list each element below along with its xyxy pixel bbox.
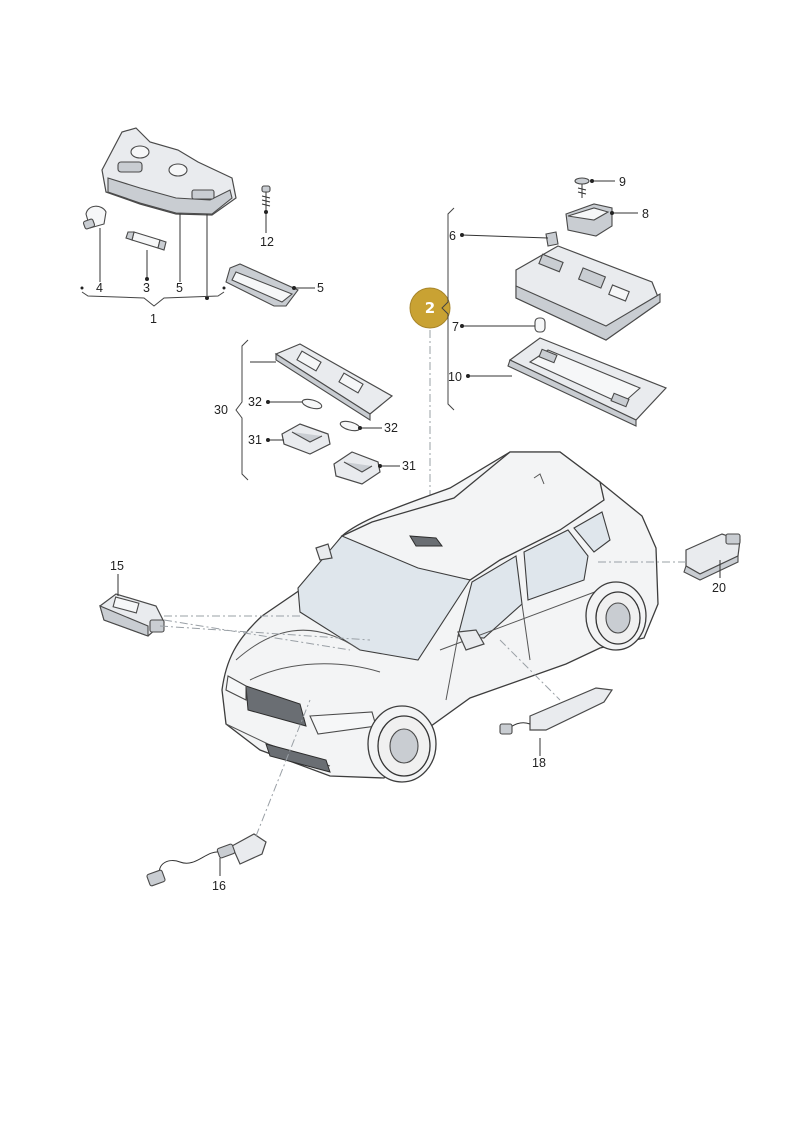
label-1: 1 <box>150 312 157 326</box>
label-12: 12 <box>260 235 274 249</box>
label-32-right: 32 <box>384 421 398 435</box>
badge-number: 2 <box>425 299 435 317</box>
leader-15-dash <box>159 615 371 651</box>
label-31-left: 31 <box>248 433 262 447</box>
label-30: 30 <box>214 403 228 417</box>
label-18: 18 <box>532 756 546 770</box>
lens-5 <box>225 263 299 307</box>
bulb-7 <box>534 317 546 333</box>
label-32-left: 32 <box>248 395 262 409</box>
screw-9 <box>574 177 590 198</box>
festoon-bulb-3 <box>125 231 167 251</box>
interior-light-assembly-1 <box>101 127 237 216</box>
clip-6 <box>545 231 559 247</box>
console-housing <box>515 245 661 341</box>
label-9: 9 <box>619 175 626 189</box>
bulb-32-right <box>339 420 361 432</box>
screw-12 <box>261 185 271 210</box>
leader-18-dash <box>499 639 561 701</box>
lens-31-upper <box>281 423 331 455</box>
car-illustration <box>221 451 659 783</box>
label-4: 4 <box>96 281 103 295</box>
label-7: 7 <box>452 320 459 334</box>
leaders-group-1 <box>80 210 315 307</box>
label-16: 16 <box>212 879 226 893</box>
leaders-group-2 <box>441 179 638 411</box>
label-15: 15 <box>110 559 124 573</box>
label-31-right: 31 <box>402 459 416 473</box>
label-3: 3 <box>143 281 150 295</box>
bulb-32-left <box>301 398 323 410</box>
label-8: 8 <box>642 207 649 221</box>
sensor-8 <box>565 203 613 237</box>
label-10: 10 <box>448 370 462 384</box>
label-5-left: 5 <box>176 281 183 295</box>
lens-31-lower <box>333 451 381 485</box>
reading-light-housing <box>274 343 394 422</box>
bulb-4 <box>82 205 107 230</box>
light-module-20 <box>683 533 741 581</box>
leaders-group-30 <box>235 339 400 481</box>
label-5-right: 5 <box>317 281 324 295</box>
label-6: 6 <box>449 229 456 243</box>
label-20: 20 <box>712 581 726 595</box>
callout-badge-2: 2 <box>409 287 451 329</box>
wiring-harness-16 <box>146 833 267 887</box>
light-strip-18 <box>499 687 614 735</box>
frame-10 <box>507 337 668 427</box>
light-module-15 <box>99 593 165 637</box>
